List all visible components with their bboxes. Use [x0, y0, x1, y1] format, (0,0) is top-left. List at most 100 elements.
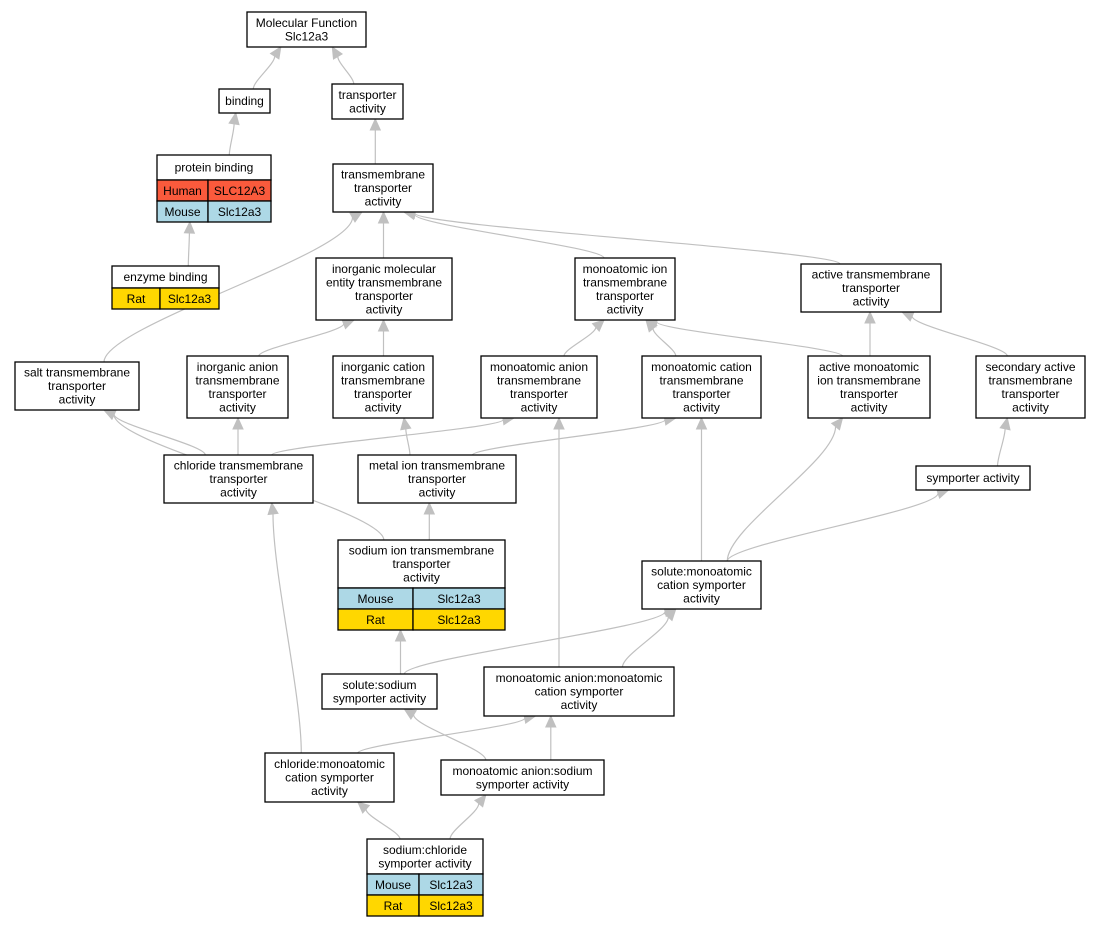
arrowhead-mono_anion_cation-to-solute_mono_cation	[663, 608, 677, 622]
gene-label: Slc12a3	[429, 899, 473, 913]
node-box	[337, 539, 506, 589]
node-label-line: transporter	[408, 472, 466, 486]
node-box	[483, 666, 675, 717]
arrowhead-solute_mono_cation-to-mono_cation	[695, 416, 708, 430]
node-label-line: activity	[311, 784, 348, 798]
edge-chloride_mono_cation-to-chloride_tm	[272, 513, 302, 754]
go-term-node-sodium-ion[interactable]: sodium ion transmembranetransporteractiv…	[337, 539, 506, 631]
gene-cell	[159, 287, 220, 310]
arrowhead-sodium_chloride-to-mono_anion_sodium	[473, 794, 487, 808]
gene-label: Slc12a3	[429, 878, 473, 892]
node-label-line: protein binding	[175, 161, 254, 175]
node-label-line: transmembrane	[195, 373, 279, 387]
edge-binding-to-mf	[252, 56, 276, 90]
edges-layer	[102, 45, 1011, 840]
node-label-line: activity	[1012, 400, 1049, 414]
edge-solute_sodium-to-solute_mono_cation	[403, 611, 666, 675]
node-box	[186, 355, 289, 419]
species-label: Mouse	[375, 878, 411, 892]
node-label-line: transmembrane	[497, 373, 581, 387]
node-label-line: enzyme binding	[123, 270, 207, 284]
node-label-line: cation symporter	[657, 578, 746, 592]
node-label-line: symporter activity	[378, 856, 471, 870]
node-label-line: active monoatomic	[819, 360, 919, 374]
arrowhead-secondary_active-to-active_tm	[900, 311, 915, 322]
edge-solute_mono_cation-to-active_mono_ion	[726, 426, 837, 562]
go-term-node-metal-ion[interactable]: metal ion transmembranetransporteractivi…	[357, 454, 517, 504]
node-box	[332, 163, 434, 213]
node-label-line: activity	[59, 393, 96, 407]
node-label-line: solute:monoatomic	[651, 565, 752, 579]
arrowhead-symporter-to-secondary_active	[999, 416, 1011, 431]
go-term-node-inorg-anion[interactable]: inorganic aniontransmembranetransportera…	[186, 355, 289, 419]
edge-chloride_tm-to-salt_tm	[113, 414, 206, 456]
node-label-line: transporter	[596, 289, 654, 303]
node-box	[14, 361, 140, 411]
go-term-node-mono-ion[interactable]: monoatomic iontransmembranetransporterac…	[574, 257, 676, 321]
node-label-line: monoatomic ion	[583, 262, 668, 276]
node-label-line: activity	[561, 698, 598, 712]
node-box	[246, 11, 367, 48]
go-term-node-secondary-active[interactable]: secondary activetransmembranetransporter…	[975, 355, 1086, 419]
node-label-line: transporter	[355, 289, 413, 303]
go-term-node-mono-cation[interactable]: monoatomic cationtransmembranetransporte…	[641, 355, 762, 419]
node-label-line: monoatomic cation	[651, 360, 752, 374]
node-label-line: transporter	[209, 472, 267, 486]
arrowhead-binding-to-mf	[269, 45, 282, 60]
edge-transporter-to-mf	[337, 56, 355, 85]
node-label-line: salt transmembrane	[24, 366, 130, 380]
node-label-line: transporter	[842, 281, 900, 295]
node-box	[315, 257, 453, 321]
node-box	[357, 454, 517, 504]
arrowhead-tm_transporter-to-transporter	[369, 117, 382, 131]
arrowhead-enzyme_binding-to-protein_binding	[183, 220, 196, 234]
edge-mono_anion-to-mono_ion	[563, 327, 597, 357]
node-box	[574, 257, 676, 321]
gene-cell	[418, 894, 484, 917]
node-label-line: active transmembrane	[812, 268, 931, 282]
arrowhead-inorg_mol-to-tm_transporter	[377, 210, 390, 224]
go-term-node-chloride-tm[interactable]: chloride transmembranetransporteractivit…	[163, 454, 314, 504]
arrowhead-transporter-to-mf	[331, 45, 344, 60]
go-term-node-inorg-cation[interactable]: inorganic cationtransmembranetransporter…	[332, 355, 434, 419]
node-box	[218, 88, 271, 114]
arrowhead-chloride_tm-to-inorg_anion	[232, 416, 244, 430]
arrowhead-sodium_chloride-to-chloride_mono_cation	[356, 801, 371, 814]
node-label-line: transmembrane	[988, 373, 1072, 387]
node-label-line: transporter	[48, 379, 106, 393]
go-term-node-symporter[interactable]: symporter activity	[915, 465, 1031, 491]
node-label-line: transmembrane	[341, 373, 425, 387]
go-term-node-binding[interactable]: binding	[218, 88, 271, 114]
arrowhead-mono_anion_cation-to-mono_anion	[553, 416, 565, 430]
gene-label: Slc12a3	[437, 613, 481, 627]
gene-label: Slc12a3	[168, 292, 212, 306]
node-label-line: binding	[225, 94, 264, 108]
node-label-line: activity	[219, 400, 256, 414]
node-label-line: activity	[366, 302, 403, 316]
node-label-line: monoatomic anion:monoatomic	[496, 671, 663, 685]
node-box	[975, 355, 1086, 419]
arrowhead-inorg_cation-to-inorg_mol	[377, 318, 390, 332]
go-term-node-mono-anion[interactable]: monoatomic aniontransmembranetransporter…	[480, 355, 598, 419]
node-label-line: activity	[853, 295, 890, 309]
node-box	[440, 759, 605, 796]
edge-active_mono_ion-to-mono_ion	[656, 321, 844, 357]
species-label: Rat	[127, 292, 146, 306]
node-label-line: inorganic molecular	[332, 262, 436, 276]
